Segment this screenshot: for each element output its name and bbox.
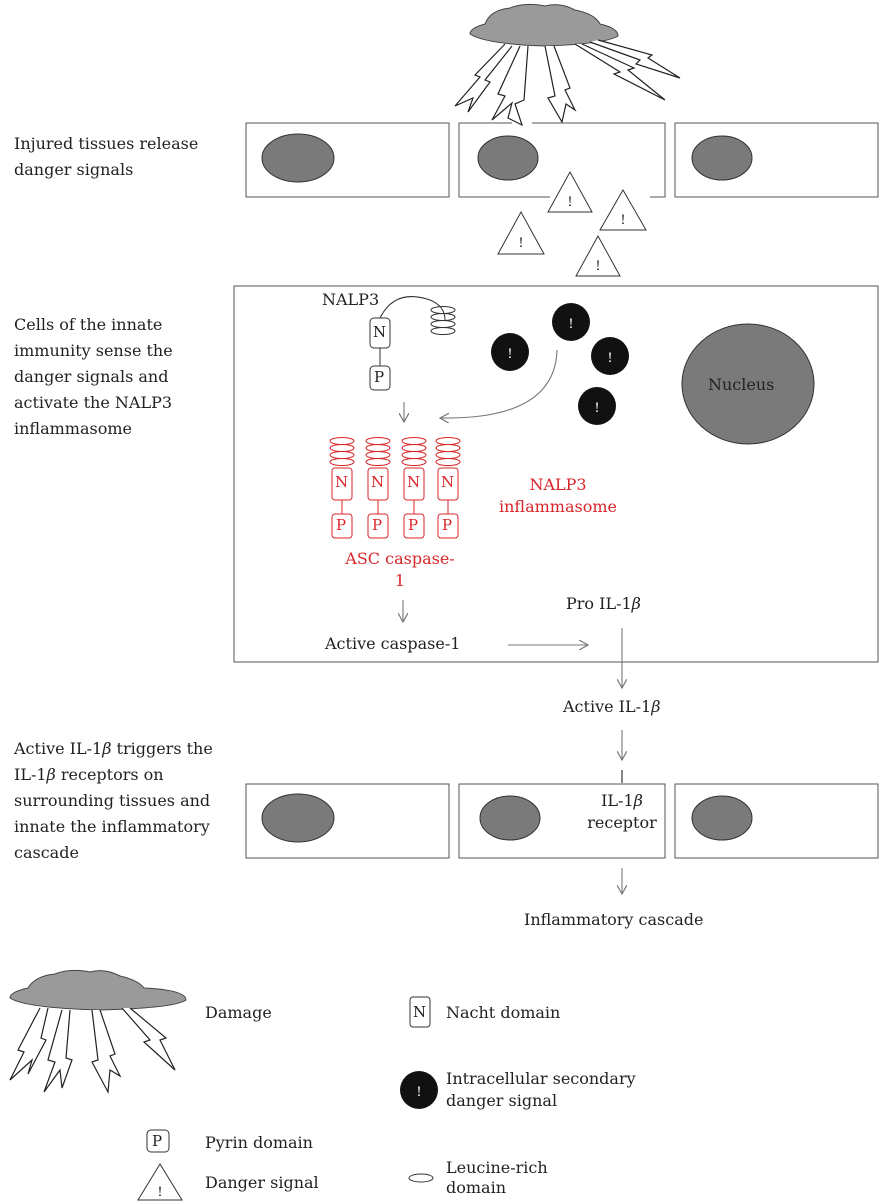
inflammasome-n-1: N	[335, 473, 349, 491]
pro-il1b-label: Pro IL-1β	[566, 594, 641, 613]
legend-secondary-icon: !	[400, 1071, 438, 1109]
legend-nacht-n: N	[413, 1003, 427, 1021]
svg-text:!: !	[608, 350, 613, 366]
caption-receptors: Active IL-1β triggers the IL-1β receptor…	[14, 739, 213, 862]
caption-injury: Injured tissues release danger signals	[14, 134, 199, 179]
inflammatory-cascade-label: Inflammatory cascade	[524, 910, 704, 929]
nucleus	[681, 323, 815, 445]
pyrin-domain-label: P	[374, 368, 385, 386]
nalp3-inflammasome-complex	[329, 437, 461, 539]
legend-pyrin-label: Pyrin domain	[205, 1133, 313, 1152]
asc-caspase-label: ASC caspase-1	[345, 549, 455, 590]
activation-arrow	[440, 349, 558, 418]
legend-leucine-icon	[408, 1173, 434, 1183]
secondary-danger-signal-icons: ! ! ! !	[491, 303, 629, 425]
legend-pyrin-icon	[146, 1129, 170, 1153]
svg-text:!: !	[508, 346, 513, 362]
inflammasome-p-4: P	[442, 516, 453, 534]
caption-sensing: Cells of the innate immunity sense the d…	[14, 315, 173, 438]
svg-text:!: !	[596, 258, 601, 274]
svg-text:!: !	[519, 235, 524, 251]
active-caspase-label: Active caspase-1	[325, 634, 461, 653]
inflammasome-n-3: N	[407, 473, 421, 491]
svg-text:!: !	[158, 1184, 163, 1200]
inflammasome-n-4: N	[441, 473, 455, 491]
nalp3-inactive	[369, 296, 456, 391]
inflammasome-p-3: P	[408, 516, 419, 534]
inflammasome-label: NALP3 inflammasome	[499, 475, 617, 516]
svg-text:!: !	[595, 400, 600, 416]
nucleus-label: Nucleus	[708, 375, 775, 394]
nalp3-label: NALP3	[322, 290, 380, 309]
svg-text:!: !	[569, 316, 574, 332]
legend-damage-label: Damage	[205, 1003, 272, 1022]
svg-text:!: !	[417, 1084, 422, 1100]
inflammasome-n-2: N	[371, 473, 385, 491]
legend-nacht-icon	[409, 996, 431, 1028]
surrounding-tissue-row	[245, 783, 879, 859]
legend-leucine-label: Leucine-rich domain	[446, 1158, 548, 1197]
legend-danger-label: Danger signal	[205, 1173, 319, 1192]
inflammasome-p-2: P	[372, 516, 383, 534]
damage-cloud-icon	[454, 3, 681, 127]
inflammasome-p-1: P	[336, 516, 347, 534]
legend-nacht-label: Nacht domain	[446, 1003, 561, 1022]
legend-danger-icon: !	[137, 1163, 183, 1201]
legend-damage-icon	[9, 969, 187, 1095]
legend-pyrin-p: P	[152, 1132, 163, 1150]
svg-text:!: !	[568, 194, 573, 210]
svg-text:!: !	[621, 212, 626, 228]
legend-secondary-label: Intracellular secondary danger signal	[446, 1069, 636, 1110]
immune-cell	[233, 285, 879, 663]
injured-tissue-row	[245, 122, 879, 198]
nacht-domain-label: N	[373, 323, 387, 341]
danger-signal-icons: ! ! ! !	[497, 170, 647, 277]
active-il1b-label: Active IL-1β	[563, 697, 661, 716]
